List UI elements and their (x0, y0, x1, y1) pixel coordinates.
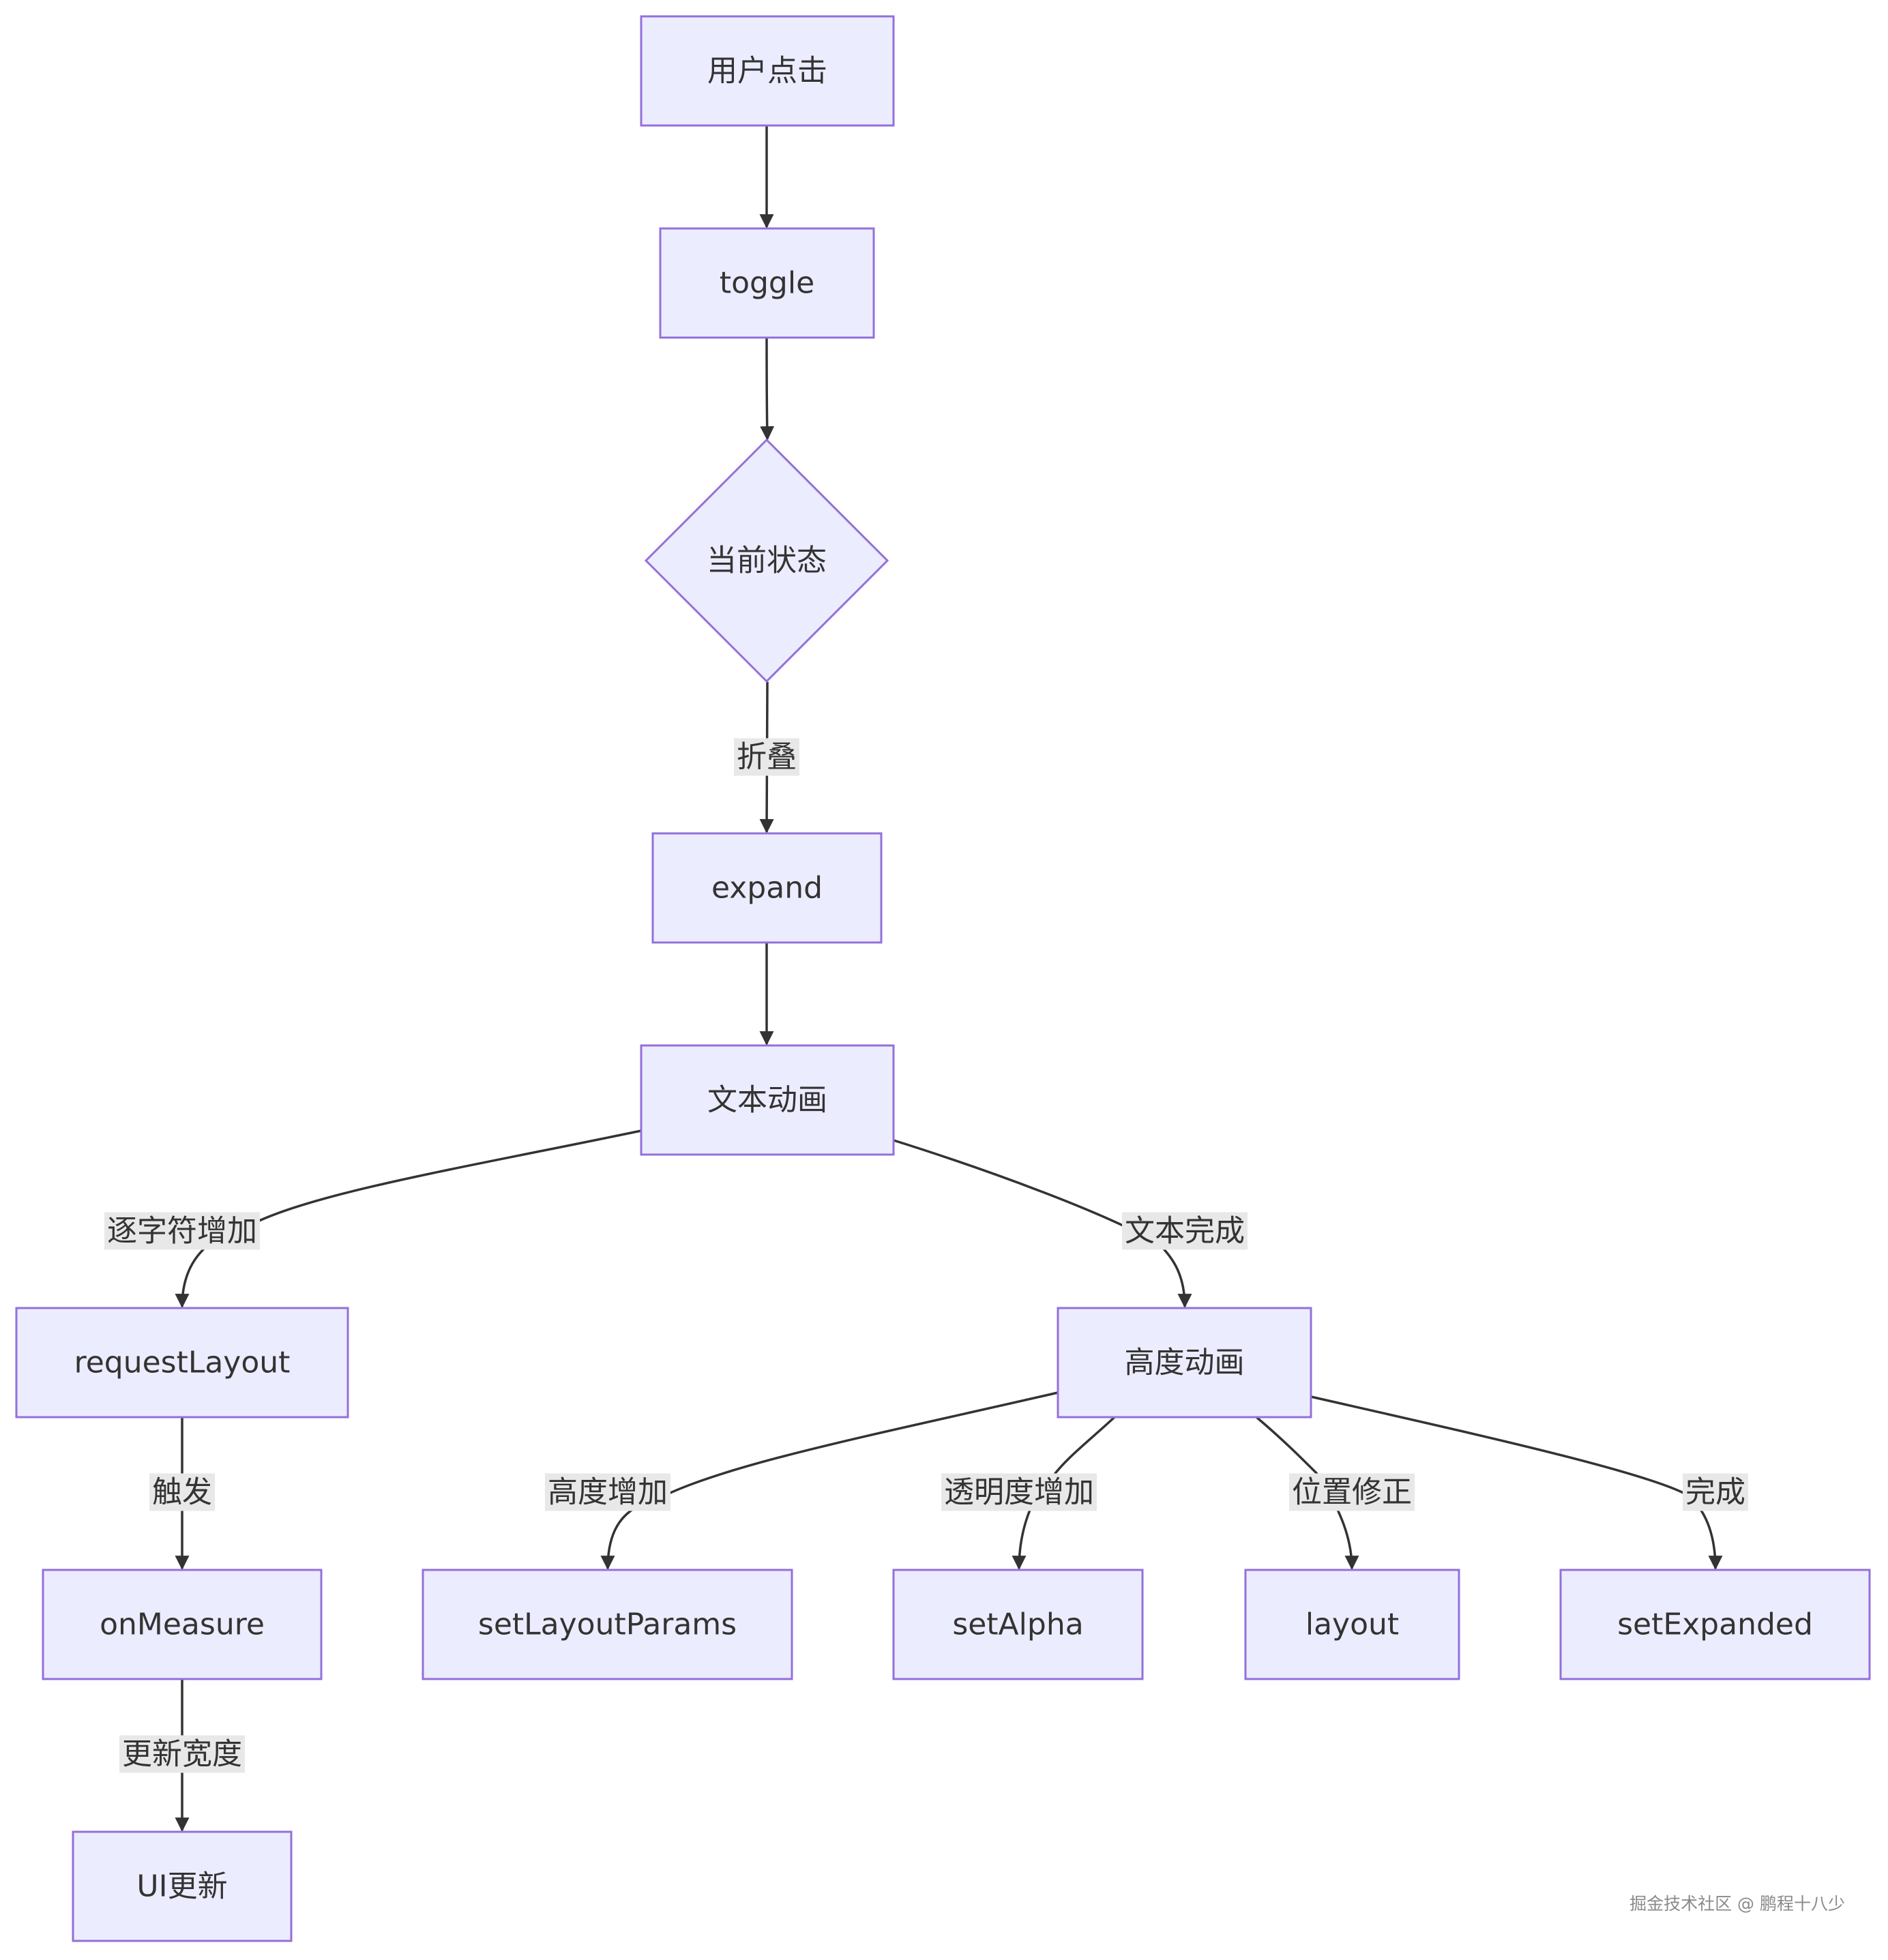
node-label: 用户点击 (707, 54, 827, 89)
edge-label-background (1122, 1212, 1248, 1250)
process-box (1244, 1569, 1460, 1680)
process-box (42, 1569, 323, 1680)
node-click: 用户点击 (640, 15, 895, 127)
node-label: setAlpha (952, 1607, 1083, 1642)
node-label: UI更新 (136, 1869, 227, 1904)
node-requestLayout: requestLayout (15, 1307, 349, 1419)
node-heightAnim: 高度动画 (1057, 1307, 1312, 1419)
node-uiUpdate: UI更新 (72, 1830, 293, 1942)
edge-label-group: 位置修正 (1289, 1473, 1415, 1511)
nodes-layer: 用户点击 toggle 当前状态 expand 文本动画 requestLayout 高度动… (15, 15, 1871, 1942)
edge-label: 折叠 (737, 740, 797, 775)
process-box (892, 1569, 1144, 1680)
edge-label: 更新宽度 (122, 1737, 242, 1772)
edge-label-group: 透明度增加 (941, 1473, 1097, 1511)
process-box (640, 1044, 895, 1156)
edge-label-background (1289, 1473, 1415, 1511)
edge-heightAnim-to-layout (1255, 1416, 1359, 1571)
edge-textAnim-to-requestLayout (175, 1129, 642, 1309)
process-box (1057, 1307, 1312, 1419)
edge-label-background (941, 1473, 1097, 1511)
process-box (659, 227, 875, 339)
process-box (72, 1830, 293, 1942)
decision-diamond (644, 438, 889, 683)
edge-label-group: 文本完成 (1122, 1212, 1248, 1250)
node-expand: expand (651, 832, 883, 944)
node-label: toggle (720, 266, 814, 301)
edge-label: 完成 (1685, 1475, 1745, 1510)
edge-label-group: 触发 (149, 1473, 215, 1511)
edge-label-background (149, 1473, 215, 1511)
node-label: requestLayout (74, 1346, 291, 1380)
node-label: onMeasure (100, 1607, 265, 1642)
edge-label-group: 折叠 (734, 738, 799, 776)
edge-label: 逐字符增加 (107, 1214, 257, 1249)
node-toggle: toggle (659, 227, 875, 339)
edge-label: 高度增加 (548, 1475, 668, 1510)
node-label: 文本动画 (707, 1083, 827, 1118)
process-box (422, 1569, 793, 1680)
node-setExpanded: setExpanded (1559, 1569, 1871, 1680)
edge-label-background (545, 1473, 670, 1511)
edge-label-background (119, 1735, 245, 1773)
edge-label-group: 高度增加 (545, 1473, 670, 1511)
node-label: expand (711, 871, 823, 906)
node-label: setExpanded (1617, 1607, 1813, 1642)
node-textAnim: 文本动画 (640, 1044, 895, 1156)
edge-label: 位置修正 (1292, 1475, 1412, 1510)
node-setAlpha: setAlpha (892, 1569, 1144, 1680)
node-label: 高度动画 (1125, 1346, 1245, 1380)
process-box (15, 1307, 349, 1419)
edge-label-group: 完成 (1683, 1473, 1748, 1511)
node-label: setLayoutParams (478, 1607, 737, 1642)
edge-label-group: 逐字符增加 (104, 1212, 260, 1250)
process-box (640, 15, 895, 127)
edge-label-background (1683, 1473, 1748, 1511)
process-box (1559, 1569, 1871, 1680)
watermark-text: 掘金技术社区 @ 鹏程十八少 (1629, 1894, 1845, 1914)
node-onMeasure: onMeasure (42, 1569, 323, 1680)
edge-label: 透明度增加 (944, 1475, 1094, 1510)
node-label: 当前状态 (707, 544, 827, 578)
edge-label-background (734, 738, 799, 776)
edge-label-background (104, 1212, 260, 1250)
node-state: 当前状态 (644, 438, 889, 683)
node-label: layout (1306, 1607, 1399, 1642)
node-setLayoutParams: setLayoutParams (422, 1569, 793, 1680)
edge-label-group: 更新宽度 (119, 1735, 245, 1773)
process-box (651, 832, 883, 944)
edge-label: 触发 (152, 1475, 212, 1510)
edge-heightAnim-to-setLayoutParams (600, 1391, 1059, 1571)
node-layout: layout (1244, 1569, 1460, 1680)
edge-heightAnim-to-setExpanded (1310, 1395, 1723, 1571)
edge-label: 文本完成 (1125, 1214, 1245, 1249)
